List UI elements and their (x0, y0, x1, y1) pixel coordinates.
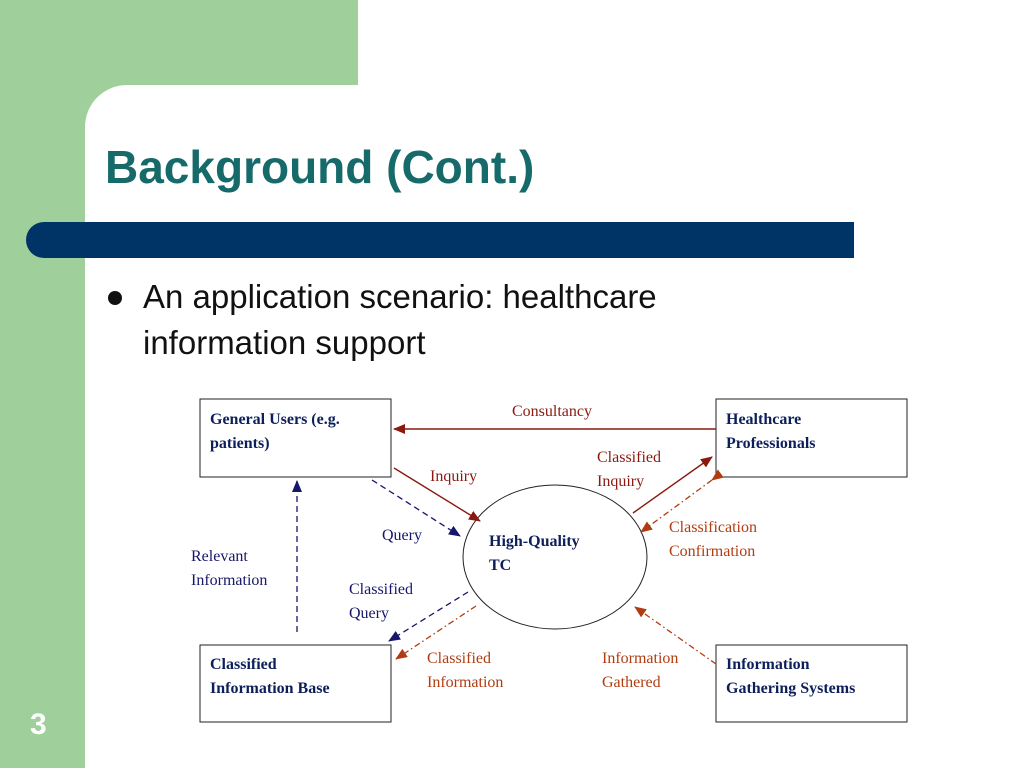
top-white-area (358, 0, 1024, 86)
edge-consultancy-label: Consultancy (512, 403, 592, 420)
node-general-users-label: General Users (e.g. patients) (210, 411, 344, 452)
edge-information-gathered (634, 606, 717, 665)
slide-title: Background (Cont.) (105, 141, 535, 193)
node-high-quality-tc (462, 484, 648, 630)
edge-classified-inquiry-label: Classified Inquiry (597, 449, 665, 490)
node-general-users (199, 398, 392, 478)
edge-inquiry (393, 467, 481, 522)
edge-classified-query-label: Classified Query (349, 581, 417, 622)
page-number: 3 (30, 708, 47, 741)
edge-classified-information (395, 605, 477, 660)
edge-classification-confirmation (640, 469, 724, 533)
node-healthcare-professionals-label: Healthcare Professionals (726, 411, 815, 452)
title-underline-bar (26, 222, 854, 258)
node-healthcare-professionals (715, 398, 908, 478)
bullet-dot (108, 291, 122, 305)
bullet-text: An application scenario: healthcare info… (143, 278, 657, 361)
edge-classified-query (388, 591, 469, 642)
node-information-gathering-systems (715, 644, 908, 723)
edge-query-label: Query (382, 527, 422, 544)
edge-inquiry-label: Inquiry (430, 468, 477, 485)
edge-information-gathered-label: Information Gathered (602, 650, 682, 691)
left-green-band (0, 0, 85, 768)
edge-relevant-information-label: Relevant Information (191, 548, 267, 589)
edge-classified-information-label: Classified Information (427, 650, 503, 691)
node-classified-information-base-label: Classified Information Base (210, 656, 330, 697)
node-classified-information-base (199, 644, 392, 723)
edge-query (371, 479, 461, 537)
edge-classification-confirmation-label: Classification Confirmation (669, 519, 761, 560)
node-information-gathering-systems-label: Information Gathering Systems (726, 656, 855, 697)
node-high-quality-tc-label: High-Quality TC (489, 533, 584, 574)
